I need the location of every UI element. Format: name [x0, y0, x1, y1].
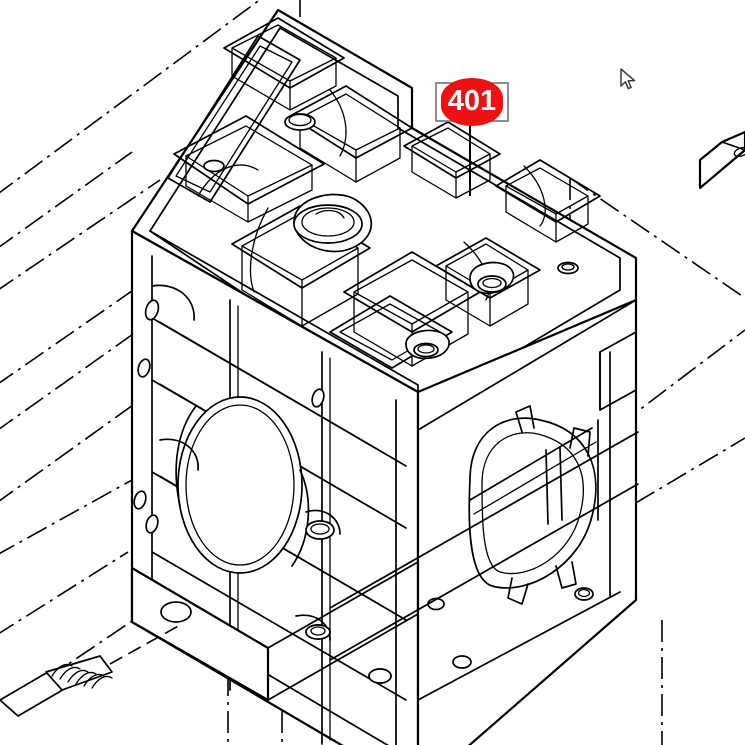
top-deck-chambers: [167, 17, 601, 369]
crankshaft-bore[interactable]: [175, 396, 310, 574]
callout-badge-401[interactable]: 401: [441, 78, 503, 126]
threaded-stud-part[interactable]: [0, 623, 183, 717]
callout-badge-number: 401: [447, 84, 497, 117]
stud-thread-ridges: [51, 663, 113, 689]
adjacent-part-fragment[interactable]: [698, 130, 745, 190]
top-deck-bores: [203, 113, 579, 360]
bearing-pocket-recess[interactable]: [468, 405, 599, 605]
crankcase-bottom-flange[interactable]: [130, 431, 639, 702]
